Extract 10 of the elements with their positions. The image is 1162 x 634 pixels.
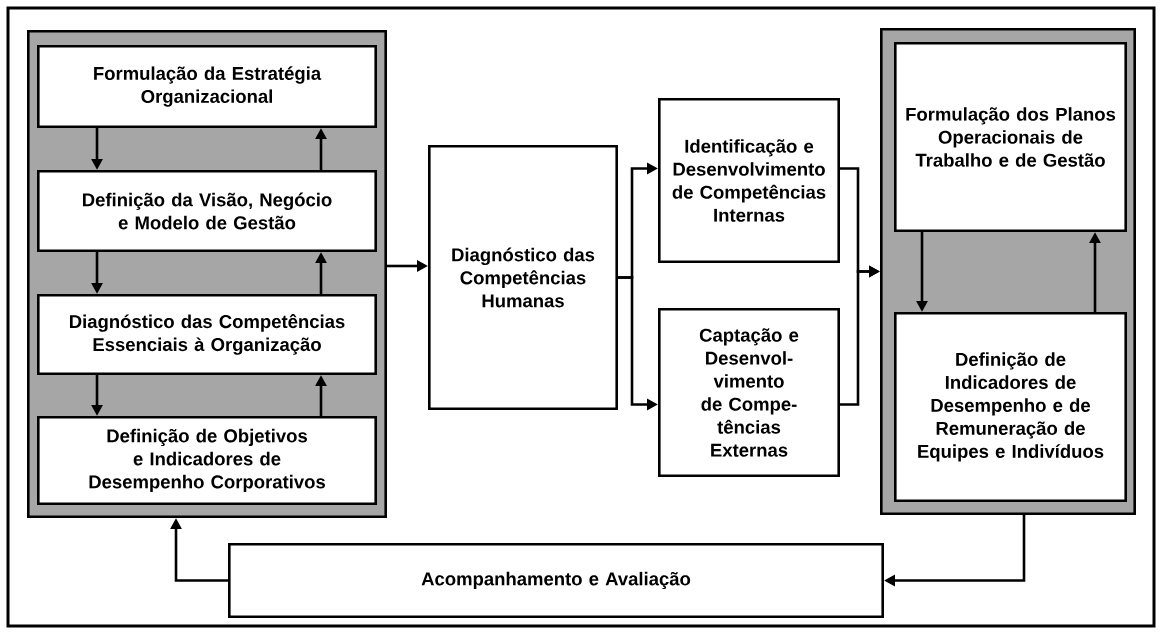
process-box: Formulação dos Planos Operacionais de Trabalho e de Gestão	[894, 42, 1127, 232]
process-box: Diagnóstico das Competências Essenciais à Organização	[37, 294, 377, 375]
process-box: Definição da Visão, Negócio e Modelo de Gestão	[37, 170, 377, 252]
process-box: Acompanhamento e Avaliação	[228, 543, 884, 618]
process-box: Formulação da Estratégia Organizacional	[37, 45, 377, 128]
process-box: Diagnóstico das Competências Humanas	[428, 145, 618, 410]
process-box: Definição de Indicadores de Desempenho e de Remuneração de Equipes e Indivíduos	[894, 312, 1127, 502]
process-box: Definição de Objetivos e Indicadores de Desempenho Corporativos	[37, 416, 377, 505]
process-box: Captação e Desenvol- vimento de Compe- tências Externas	[658, 308, 840, 477]
process-box: Identificação e Desenvolvimento de Competências Internas	[658, 98, 840, 263]
